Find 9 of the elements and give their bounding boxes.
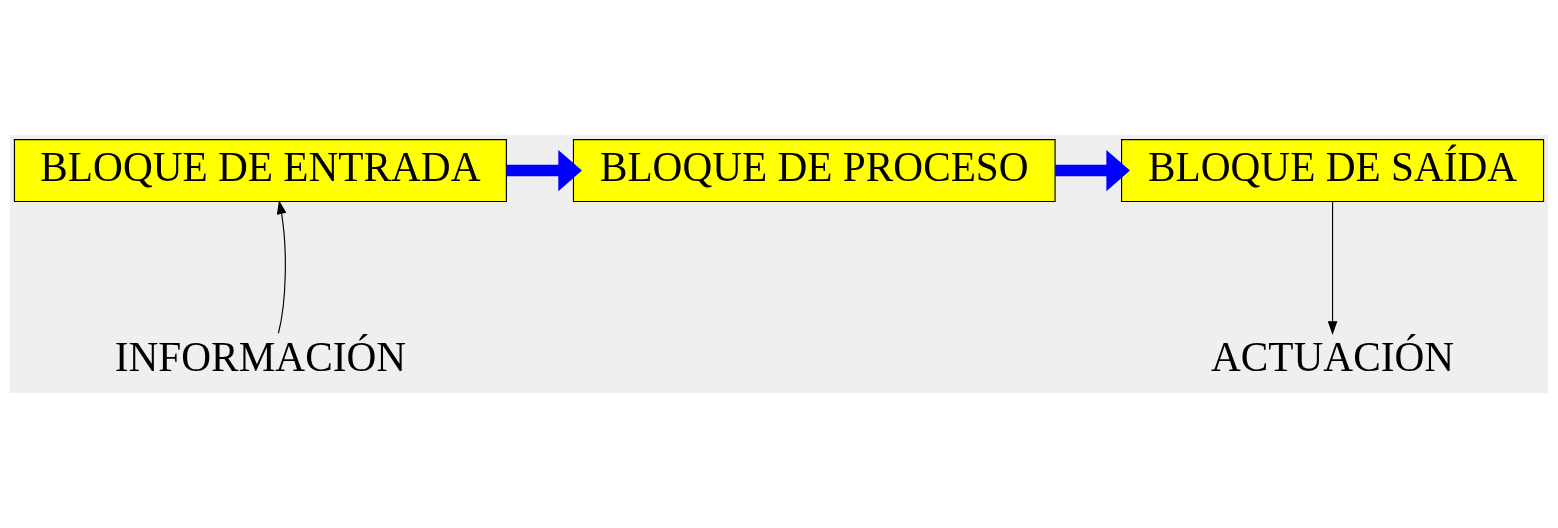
node-text: INFORMACIÓN [114, 333, 407, 380]
arrow [506, 149, 582, 192]
arrow [1327, 201, 1338, 335]
arrow [1055, 149, 1130, 192]
node-box: BLOQUE DE PROCESO [572, 139, 1056, 203]
node-box: BLOQUE DE SAÍDA [1121, 139, 1545, 203]
node-text: ACTUACIÓN [1211, 333, 1455, 380]
arrow [276, 200, 287, 334]
node-box: BLOQUE DE ENTRADA [13, 139, 507, 203]
